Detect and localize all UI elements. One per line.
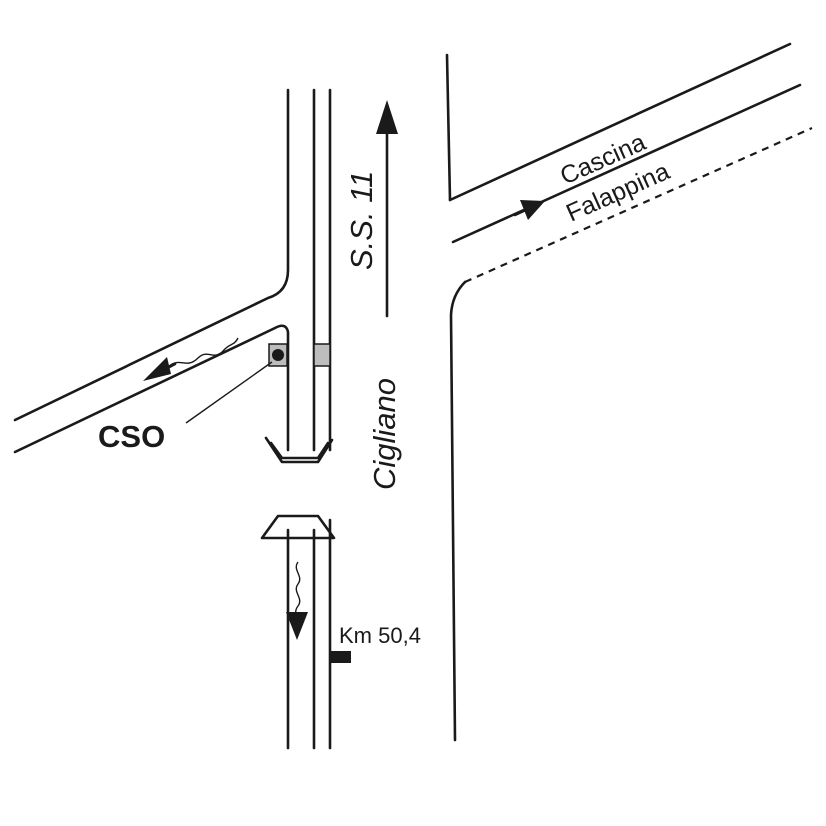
ss11-direction-arrow: [376, 100, 398, 318]
km-marker: [331, 651, 351, 663]
channel-outer-left: [13, 88, 290, 422]
cso-leader-line: [185, 361, 273, 424]
cso-structure: [185, 343, 331, 424]
channel-branch-lower: [13, 324, 290, 454]
grate-upper-icon: [264, 436, 334, 464]
channel-wavy-flow-icon: [295, 561, 301, 621]
flow-indicators: [143, 337, 308, 640]
km-label: Km 50,4: [339, 623, 421, 648]
road-edge-west: [445, 53, 452, 202]
channel-flow-arrow-icon: [286, 612, 308, 640]
side-road-edge-lower: [451, 83, 802, 244]
side-road-arrow-icon: [520, 200, 545, 220]
ss11-arrow-head-icon: [376, 100, 398, 134]
sewer-channel: [13, 88, 332, 750]
section-break-grates: [260, 436, 336, 540]
cso-label: CSO: [98, 419, 165, 454]
main-road: [445, 53, 467, 742]
cso-point-icon: [272, 349, 284, 361]
road-name-label: S.S. 11: [344, 171, 379, 270]
road-manhole: [313, 343, 331, 367]
town-label: Cigliano: [367, 378, 402, 490]
branch-wavy-flow-icon: [167, 337, 239, 368]
side-road-edge-upper: [448, 42, 792, 202]
grate-lower-icon: [260, 514, 336, 540]
side-road: [448, 42, 813, 284]
branch-flow-arrow-icon: [143, 357, 171, 381]
side-road-boundary-dashed: [464, 126, 813, 284]
road-edge-west-lower: [449, 280, 467, 742]
